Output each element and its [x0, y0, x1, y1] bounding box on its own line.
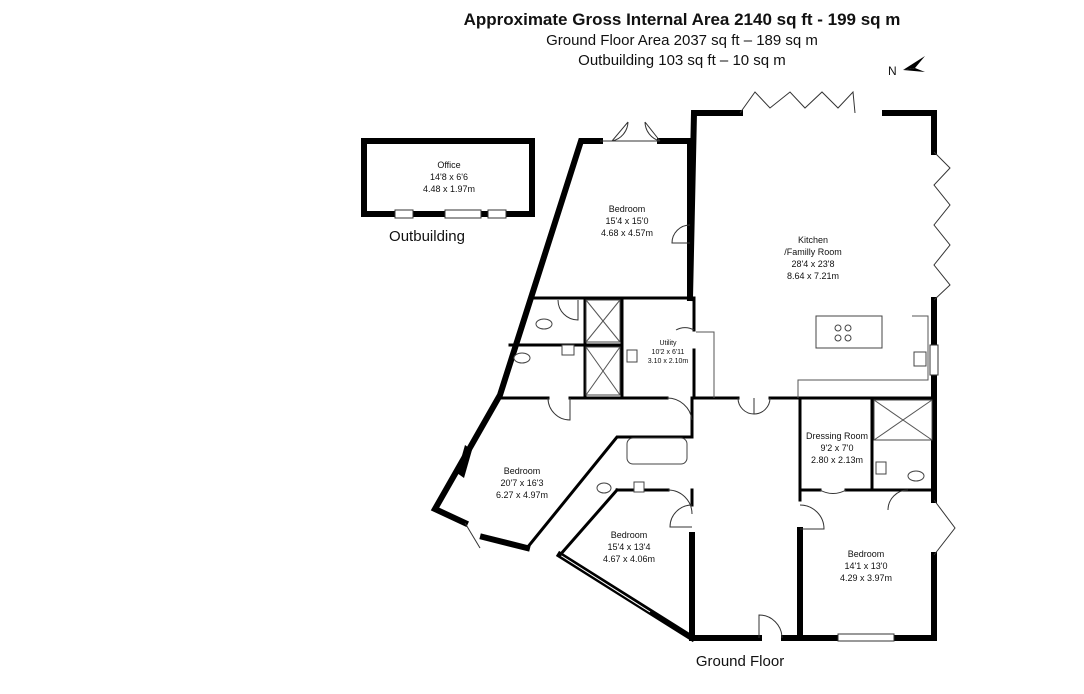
- outbuilding-label: Outbuilding: [389, 228, 465, 245]
- toilet-1: [535, 318, 553, 330]
- bedroom-top-metric: 4.68 x 4.57m: [601, 228, 653, 238]
- bedroom-right-name: Bedroom: [848, 549, 885, 559]
- outbuilding-window: [394, 209, 414, 219]
- dressing-name: Dressing Room: [806, 431, 868, 441]
- outbuilding: [361, 138, 535, 219]
- bedroom-top-name: Bedroom: [609, 204, 646, 214]
- kitchen-name: Kitchen: [798, 235, 828, 245]
- fireplace: [457, 445, 472, 478]
- interior-doors: [547, 224, 909, 530]
- interior-walls: [498, 296, 936, 558]
- bedroom-mid-name: Bedroom: [611, 530, 648, 540]
- ground-floor-label: Ground Floor: [696, 653, 784, 670]
- outbuilding-area: Outbuilding 103 sq ft – 10 sq m: [578, 52, 786, 69]
- gross-area-title: Approximate Gross Internal Area 2140 sq …: [463, 10, 901, 29]
- kitchen-bifold-doors-top: [739, 90, 856, 114]
- dressing-imperial: 9'2 x 7'0: [821, 443, 854, 453]
- bedroom-right-imperial: 14'1 x 13'0: [845, 561, 888, 571]
- utility-metric: 3.10 x 2.10m: [648, 358, 689, 365]
- bedroom-right-ext-door: [933, 499, 956, 556]
- front-door: [758, 614, 783, 639]
- utility-name: Utility: [659, 340, 677, 347]
- toilet-4: [907, 470, 925, 482]
- kitchen-bifold-doors-right: [933, 151, 951, 301]
- kitchen-metric: 8.64 x 7.21m: [787, 271, 839, 281]
- kitchen-imperial: 28'4 x 23'8: [792, 259, 835, 269]
- ground-floor-area: Ground Floor Area 2037 sq ft – 189 sq m: [546, 32, 818, 49]
- bedroom-left-name: Bedroom: [504, 466, 541, 476]
- toilet-3: [596, 482, 612, 494]
- bedroom-top-imperial: 15'4 x 15'0: [606, 216, 649, 226]
- utility-imperial: 10'2 x 6'11: [652, 349, 685, 356]
- toilet-2: [513, 352, 531, 364]
- bath-tub: [626, 437, 688, 465]
- bedroom-mid-metric: 4.67 x 4.06m: [603, 554, 655, 564]
- dressing-metric: 2.80 x 2.13m: [811, 455, 863, 465]
- bedroom-right-metric: 4.29 x 3.97m: [840, 573, 892, 583]
- outbuilding-door: [444, 209, 482, 219]
- kitchen-window: [929, 344, 939, 376]
- kitchen-fixtures: [696, 315, 929, 398]
- bedroom-left-metric: 6.27 x 4.97m: [496, 490, 548, 500]
- bedroom-mid-imperial: 15'4 x 13'4: [608, 542, 651, 552]
- outbuilding-window: [487, 209, 507, 219]
- bathroom-fixtures: [513, 299, 933, 494]
- kitchen-name2: /Familly Room: [784, 247, 842, 257]
- outer-walls: [430, 110, 937, 643]
- kitchen-island: [815, 315, 883, 349]
- compass-label: N: [888, 64, 897, 78]
- north-arrow-icon: N: [888, 56, 925, 78]
- office-metric: 4.48 x 1.97m: [423, 184, 475, 194]
- office-imperial: 14'8 x 6'6: [430, 172, 468, 182]
- bedroom-left-imperial: 20'7 x 16'3: [501, 478, 544, 488]
- office-name: Office: [437, 160, 460, 170]
- bedroom-right-window: [837, 633, 895, 642]
